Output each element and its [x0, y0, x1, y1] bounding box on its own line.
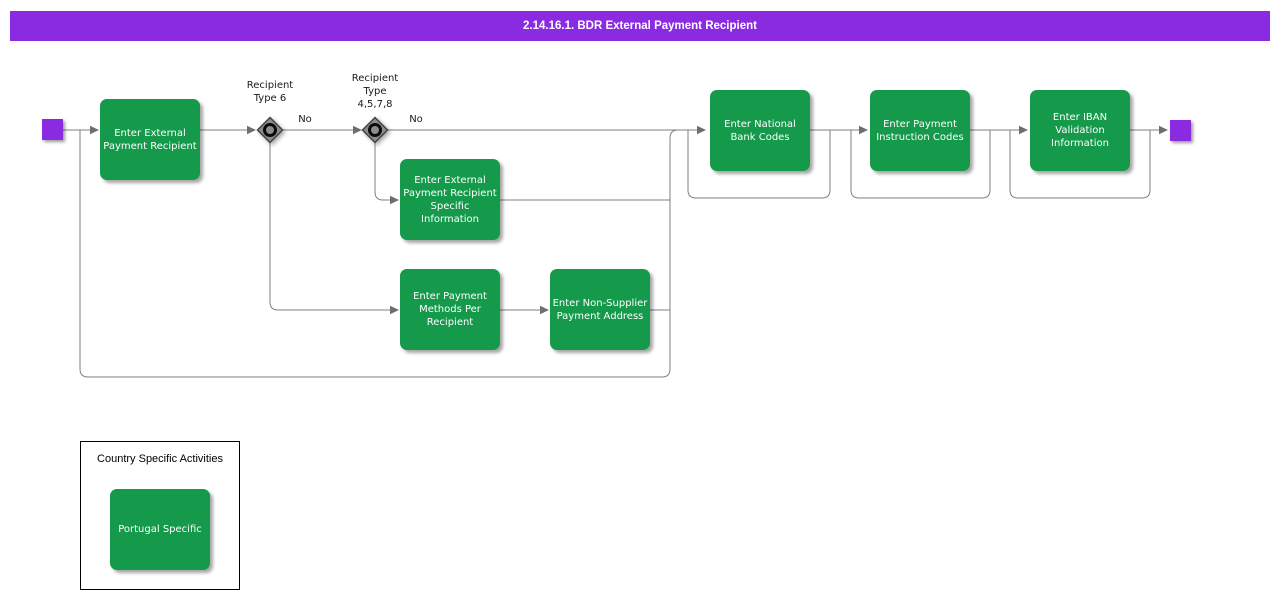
diagram-title: 2.14.16.1. BDR External Payment Recipien… — [523, 20, 757, 32]
decision-diamond-recipient-type-4578 — [361, 116, 389, 144]
decision2-label: Recipient Type 4,5,7,8 — [351, 73, 399, 110]
arrowhead-instruction-codes — [859, 125, 868, 135]
activity-enter-national-bank-codes[interactable]: Enter National Bank Codes — [710, 90, 810, 171]
activity-enter-iban-validation-information[interactable]: Enter IBAN Validation Information — [1030, 90, 1130, 171]
connector-decision2-yes — [374, 142, 390, 201]
arrowhead-non-supplier — [540, 305, 549, 315]
activity-enter-non-supplier-payment-address[interactable]: Enter Non-Supplier Payment Address — [550, 269, 650, 350]
start-node — [42, 119, 63, 140]
arrowhead-specific-information — [390, 195, 399, 205]
arrowhead-decision2 — [353, 125, 362, 135]
activity-enter-payment-instruction-codes[interactable]: Enter Payment Instruction Codes — [870, 90, 970, 171]
country-panel-title: Country Specific Activities — [97, 453, 223, 465]
decision2-no-label: No — [409, 114, 423, 125]
bypass-iban-validation — [1009, 130, 1151, 199]
activity-enter-payment-methods-per-recipient[interactable]: Enter Payment Methods Per Recipient — [400, 269, 500, 350]
end-node — [1170, 120, 1191, 141]
connector-main-loop — [79, 129, 679, 378]
activity-enter-external-payment-recipient[interactable]: Enter External Payment Recipient — [100, 99, 200, 180]
bypass-instruction-codes — [850, 130, 991, 199]
arrowhead-decision1 — [247, 125, 256, 135]
diagram-title-bar: 2.14.16.1. BDR External Payment Recipien… — [10, 11, 1270, 41]
arrowhead-iban-validation — [1019, 125, 1028, 135]
arrowhead-national-bank-codes — [697, 125, 706, 135]
connector-decision1-yes — [269, 142, 390, 311]
decision-diamond-recipient-type-6 — [256, 116, 284, 144]
decision1-label: Recipient Type 6 — [246, 80, 294, 104]
decision-inner-circle-icon — [263, 123, 277, 137]
arrowhead-enter-external — [90, 125, 99, 135]
activity-enter-external-payment-recipient-specific-information[interactable]: Enter External Payment Recipient Specifi… — [400, 159, 500, 240]
arrowhead-end — [1159, 125, 1168, 135]
decision1-no-label: No — [298, 114, 312, 125]
decision-inner-circle-icon — [368, 123, 382, 137]
bypass-national-bank-codes — [687, 130, 831, 199]
activity-portugal-specific[interactable]: Portugal Specific — [110, 489, 210, 570]
arrowhead-payment-methods — [390, 305, 399, 315]
